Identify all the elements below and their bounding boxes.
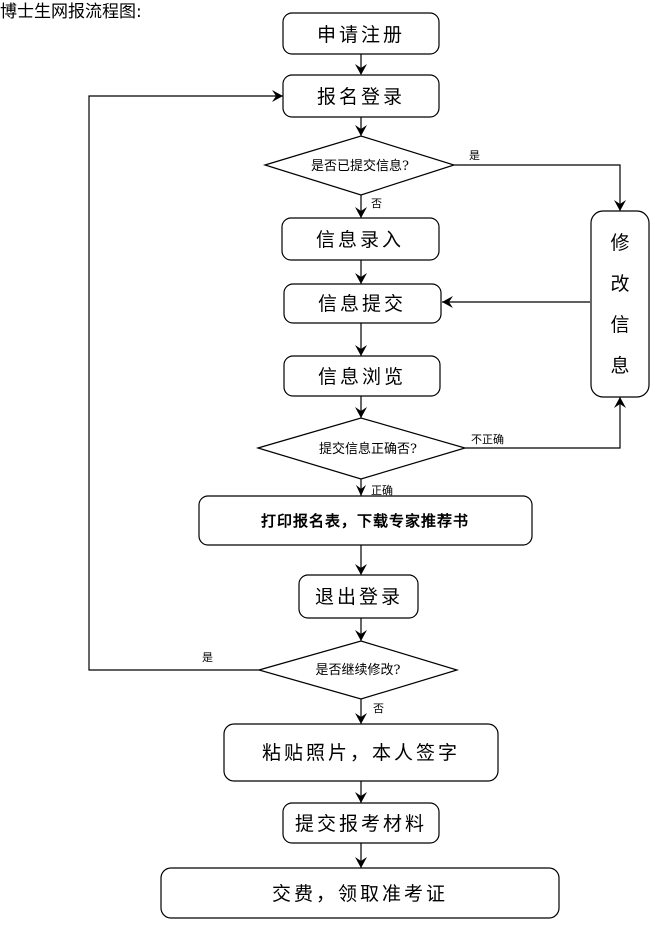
node-browse: 信息浏览 (283, 355, 441, 397)
process-box (223, 723, 499, 782)
node-label: 信息浏览 (318, 366, 406, 388)
node-submitted-check: 是否已提交信息? (262, 135, 456, 196)
decision-label: 是否已提交信息? (311, 158, 409, 174)
edge-check3-login (88, 95, 283, 671)
node-register: 申请注册 (282, 12, 440, 55)
node-materials: 提交报考材料 (282, 802, 440, 844)
process-box (282, 802, 440, 844)
arrow-down-icon (355, 64, 367, 75)
node-login: 报名登录 (282, 74, 440, 118)
decision-diamond (262, 135, 456, 196)
edge-label-correct: 正确 (371, 484, 393, 497)
edge-label-yes: 是 (202, 651, 213, 664)
arrow-down-icon (355, 564, 367, 575)
arrow-right-icon (272, 90, 283, 102)
node-label: 报名登录 (317, 86, 405, 108)
node-label: 提交报考材料 (295, 813, 427, 835)
node-submit: 信息提交 (283, 283, 442, 324)
arrow-down-icon (355, 857, 367, 868)
node-label: 粘贴照片，本人签字 (262, 742, 460, 764)
process-box (590, 210, 650, 398)
edge-label-no: 否 (373, 702, 384, 715)
node-logout: 退出登录 (298, 574, 419, 619)
arrow-down-icon (355, 407, 367, 418)
arrow-up-icon (614, 397, 626, 408)
arrow-down-icon (355, 713, 367, 724)
node-continue-check: 是否继续修改? (256, 640, 460, 700)
node-print: 打印报名表，下载专家推荐书 (198, 495, 533, 546)
edge-label-no: 否 (371, 197, 382, 210)
node-label: 修 (610, 232, 629, 254)
process-box (283, 283, 442, 324)
node-label: 申请注册 (317, 24, 405, 46)
process-box (160, 867, 560, 919)
node-label: 息 (610, 355, 629, 377)
edge-check1-modify (454, 164, 621, 211)
arrow-down-icon (355, 630, 367, 641)
node-label: 交费，领取准考证 (272, 883, 448, 905)
node-label: 退出登录 (315, 586, 403, 608)
node-label: 信息录入 (316, 229, 404, 251)
process-box (283, 355, 441, 397)
process-box (198, 495, 533, 546)
node-label: 信息提交 (318, 293, 406, 315)
arrow-down-icon (355, 273, 367, 284)
process-box (282, 74, 440, 118)
arrow-down-icon (355, 125, 367, 136)
arrow-down-icon (614, 200, 626, 211)
decision-label: 是否继续修改? (316, 663, 401, 678)
arrow-left-icon (442, 296, 453, 308)
node-label: 改 (610, 273, 629, 295)
decision-diamond (256, 640, 460, 700)
arrow-down-icon (356, 485, 366, 496)
process-box (282, 12, 440, 55)
edge-label-incorrect: 不正确 (471, 433, 504, 446)
node-modify: 修 改 信 息 (590, 210, 650, 398)
node-correct-check: 提交信息正确否? (255, 417, 468, 480)
arrowheads (272, 64, 626, 868)
edge-check2-modify (465, 397, 621, 449)
node-entry: 信息录入 (281, 217, 440, 261)
edge-label-yes: 是 (469, 149, 480, 162)
diagram-title: 博士生网报流程图: (0, 2, 142, 22)
node-paste: 粘贴照片，本人签字 (223, 723, 499, 782)
decision-label: 提交信息正确否? (319, 441, 417, 457)
node-label: 信 (610, 314, 629, 336)
process-box (281, 217, 440, 261)
arrow-down-icon (355, 207, 367, 218)
decision-diamond (255, 417, 468, 480)
process-box (298, 574, 419, 619)
arrow-down-icon (355, 792, 367, 803)
node-fee: 交费，领取准考证 (160, 867, 560, 919)
arrow-down-icon (355, 345, 367, 356)
node-label: 打印报名表，下载专家推荐书 (261, 512, 469, 530)
